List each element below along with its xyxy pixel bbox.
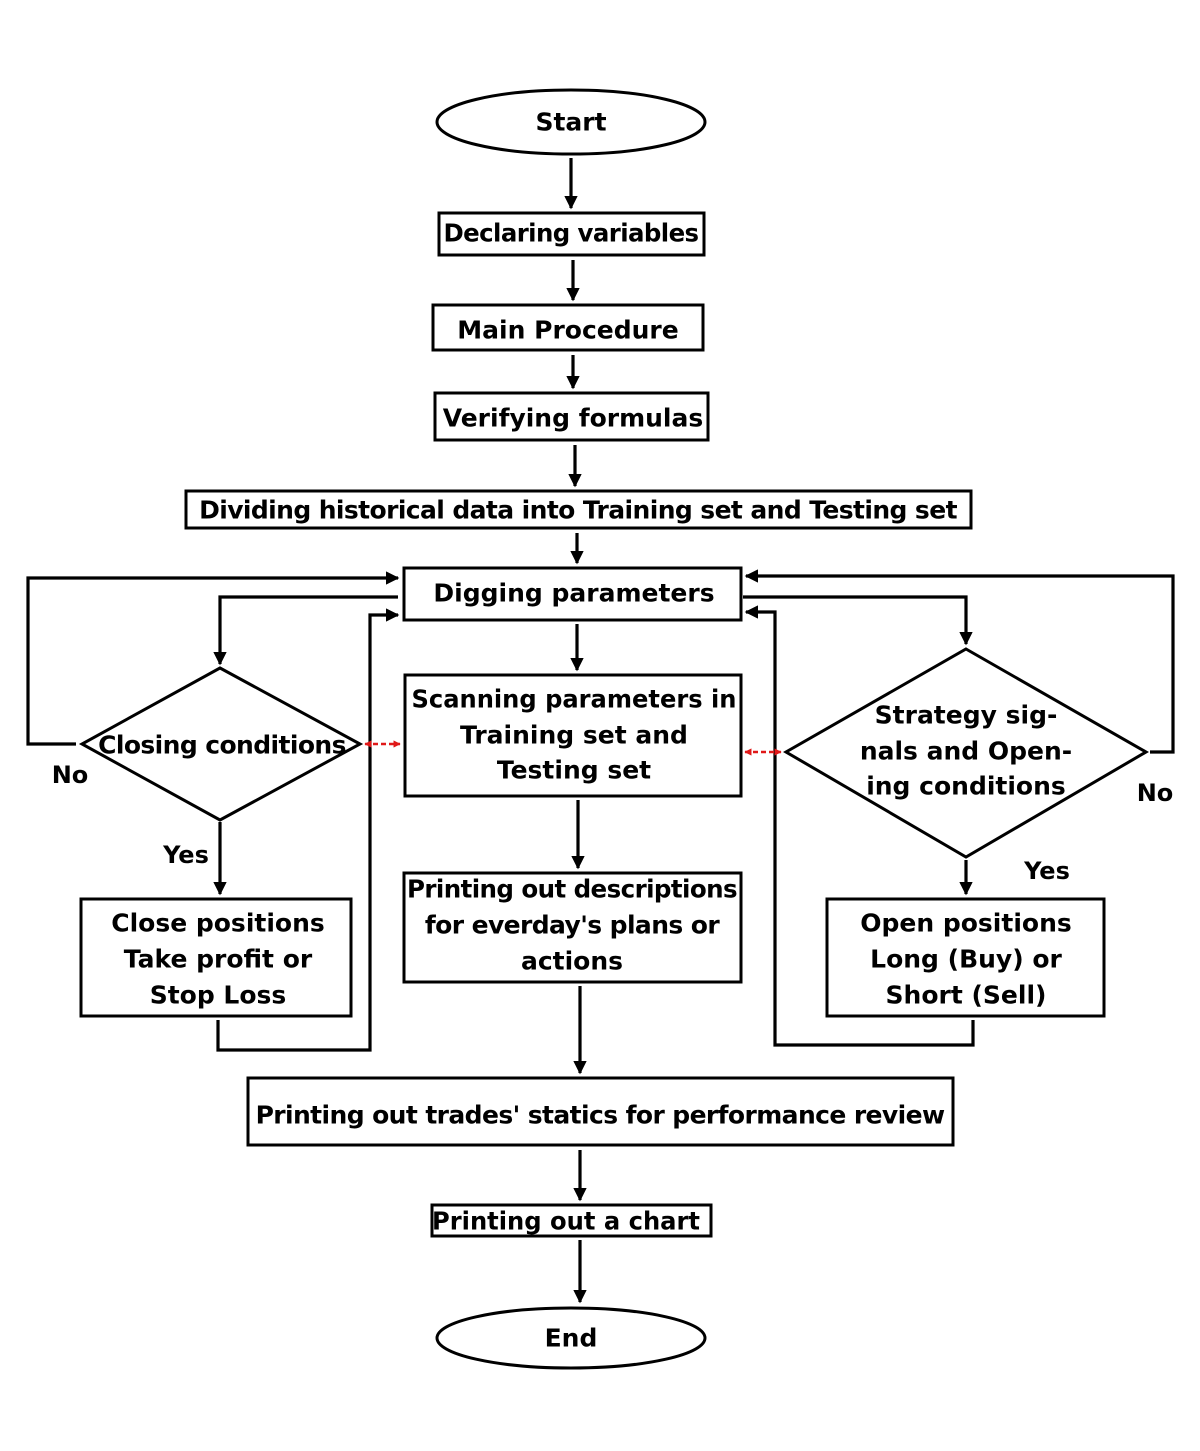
declaring-variables-label: Declaring variables: [444, 219, 699, 248]
verifying-formulas-label: Verifying formulas: [443, 404, 704, 433]
end-node: End: [435, 1306, 707, 1370]
start-node: Start: [435, 88, 707, 156]
printing-chart-box: Printing out a chart: [430, 1203, 713, 1238]
declaring-variables-box: Declaring variables: [437, 211, 706, 257]
close-positions-line-2: Take profit or: [124, 945, 313, 974]
connectors: [26, 158, 1175, 1304]
dividing-data-box: Dividing historical data into Training s…: [184, 489, 973, 530]
closing-conditions-decision: Closing conditions: [78, 666, 364, 822]
open-positions-line-2: Long (Buy) or: [870, 945, 1062, 974]
open-positions-line-1: Open positions: [860, 909, 1072, 938]
strategy-line-3: ing conditions: [866, 772, 1066, 801]
dividing-data-label: Dividing historical data into Training s…: [199, 496, 957, 525]
right-yes-label: Yes: [1023, 857, 1070, 885]
descriptions-line-3: actions: [521, 947, 623, 976]
printing-descriptions-box: Printing out descriptions for everday's …: [402, 871, 743, 984]
left-yes-label: Yes: [162, 841, 209, 869]
main-procedure-box: Main Procedure: [431, 303, 705, 352]
arrow-open-positions-return: [744, 605, 975, 1047]
open-positions-line-3: Short (Sell): [886, 981, 1047, 1010]
scanning-line-3: Testing set: [497, 756, 651, 785]
strategy-line-1: Strategy sig-: [875, 701, 1058, 730]
arrow-close-positions-return: [216, 608, 400, 1052]
descriptions-line-2: for everday's plans or: [425, 911, 720, 940]
arrow-digging-to-strategy: [743, 595, 973, 646]
main-procedure-label: Main Procedure: [457, 316, 678, 345]
scanning-parameters-box: Scanning parameters in Training set and …: [403, 673, 743, 798]
start-label: Start: [535, 108, 606, 137]
close-positions-box: Close positions Take profit or Stop Loss: [79, 897, 353, 1018]
open-positions-box: Open positions Long (Buy) or Short (Sell…: [825, 897, 1106, 1018]
left-no-label: No: [52, 761, 89, 789]
digging-parameters-box: Digging parameters: [402, 566, 743, 622]
digging-parameters-label: Digging parameters: [433, 579, 714, 608]
descriptions-line-1: Printing out descriptions: [407, 875, 737, 904]
printing-trades-box: Printing out trades' statics for perform…: [246, 1076, 955, 1147]
end-label: End: [545, 1324, 598, 1353]
right-no-label: No: [1137, 779, 1174, 807]
close-positions-line-1: Close positions: [111, 909, 325, 938]
printing-trades-label: Printing out trades' statics for perform…: [256, 1101, 945, 1130]
scanning-line-2: Training set and: [460, 721, 688, 750]
strategy-signals-decision: Strategy sig- nals and Open- ing conditi…: [783, 647, 1149, 859]
close-positions-line-3: Stop Loss: [150, 981, 287, 1010]
printing-chart-label: Printing out a chart: [432, 1207, 700, 1236]
closing-conditions-label: Closing conditions: [98, 731, 346, 760]
arrow-digging-to-closing: [213, 595, 398, 666]
arrow-closing-no-loop: [26, 571, 400, 746]
verifying-formulas-box: Verifying formulas: [433, 391, 710, 442]
strategy-line-2: nals and Open-: [860, 737, 1072, 766]
scanning-line-1: Scanning parameters in: [412, 685, 737, 714]
arrow-strategy-no-loop: [744, 569, 1175, 754]
